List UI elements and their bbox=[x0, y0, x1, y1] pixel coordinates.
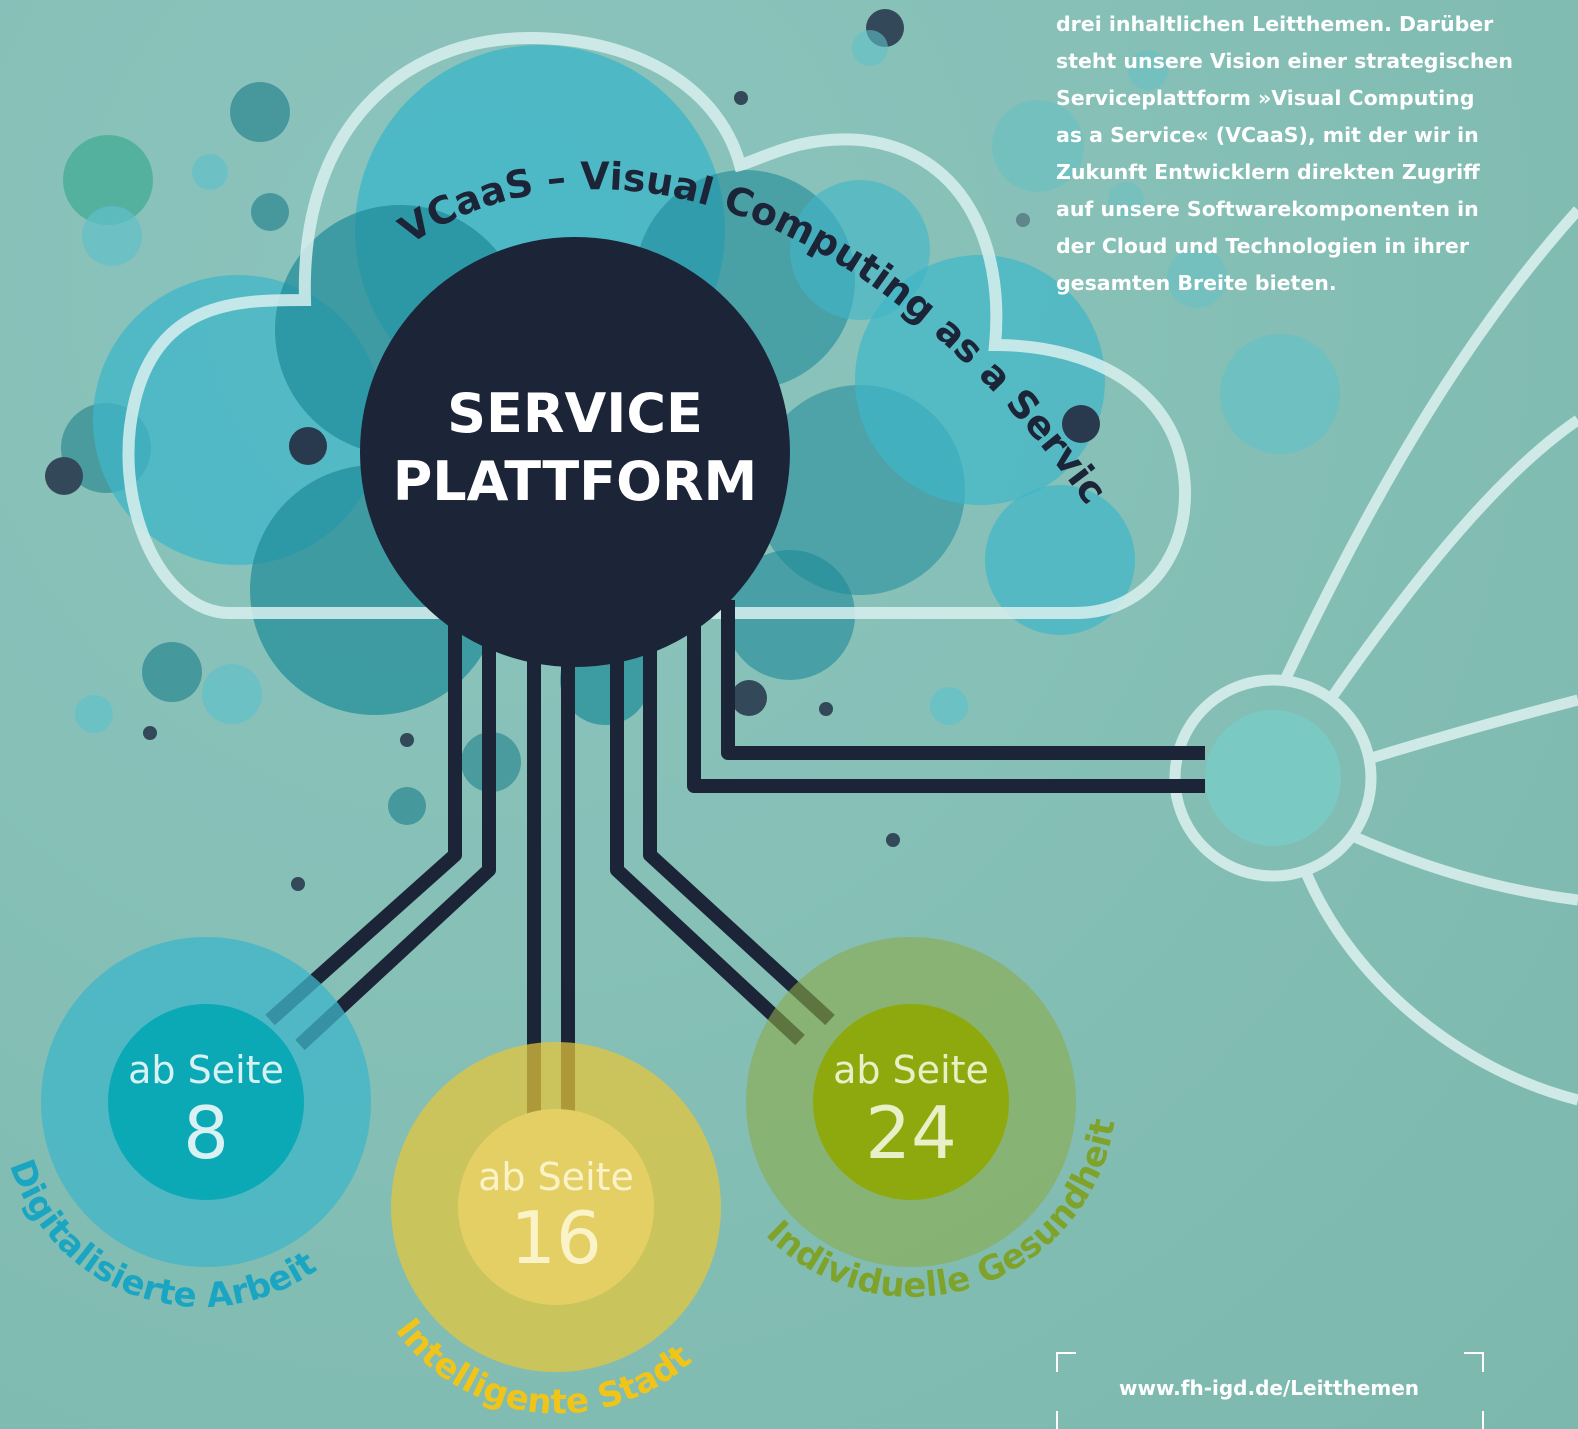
network-graphic bbox=[1169, 206, 1578, 1106]
link-box-corner-bottom-left bbox=[1056, 1411, 1076, 1429]
intro-line: Serviceplattform »Visual Computing bbox=[1056, 86, 1475, 110]
topic3-page: 24 bbox=[865, 1091, 957, 1175]
topic-intelligente-stadt[interactable] bbox=[391, 1042, 721, 1372]
intro-paragraph: drei inhaltlichen Leitthemen. Darüber st… bbox=[1056, 6, 1516, 302]
intro-line: Zukunft Entwicklern direkten Zugriff bbox=[1056, 160, 1480, 184]
topic-digitalisierte-arbeit[interactable] bbox=[41, 937, 371, 1267]
platform-title-line1: SERVICE bbox=[447, 382, 703, 445]
topic2-page: 16 bbox=[510, 1196, 602, 1280]
leitthemen-link[interactable]: www.fh-igd.de/Leitthemen bbox=[1119, 1376, 1419, 1400]
topic1-page: 8 bbox=[183, 1091, 229, 1175]
intro-line: as a Service« (VCaaS), mit der wir in bbox=[1056, 123, 1479, 147]
connector-lines bbox=[265, 600, 1205, 1115]
intro-line: der Cloud und Technologien in ihrer bbox=[1056, 234, 1469, 258]
topic-individuelle-gesundheit[interactable] bbox=[746, 937, 1076, 1267]
topic2-prefix: ab Seite bbox=[478, 1155, 634, 1199]
topic1-prefix: ab Seite bbox=[128, 1048, 284, 1092]
cloud-outline bbox=[122, 31, 1192, 619]
link-box-corner-top-left bbox=[1056, 1352, 1076, 1372]
link-box-corner-bottom-right bbox=[1464, 1411, 1484, 1429]
network-node bbox=[1205, 710, 1341, 846]
topic3-prefix: ab Seite bbox=[833, 1048, 989, 1092]
intro-line: auf unsere Softwarekomponenten in bbox=[1056, 197, 1479, 221]
intro-line: steht unsere Vision einer strategischen bbox=[1056, 49, 1513, 73]
intro-line: drei inhaltlichen Leitthemen. Darüber bbox=[1056, 12, 1494, 36]
intro-line: gesamten Breite bieten. bbox=[1056, 271, 1337, 295]
link-box-corner-top-right bbox=[1464, 1352, 1484, 1372]
platform-title-line2: PLATTFORM bbox=[393, 450, 758, 513]
service-platform-circle[interactable] bbox=[360, 237, 790, 667]
